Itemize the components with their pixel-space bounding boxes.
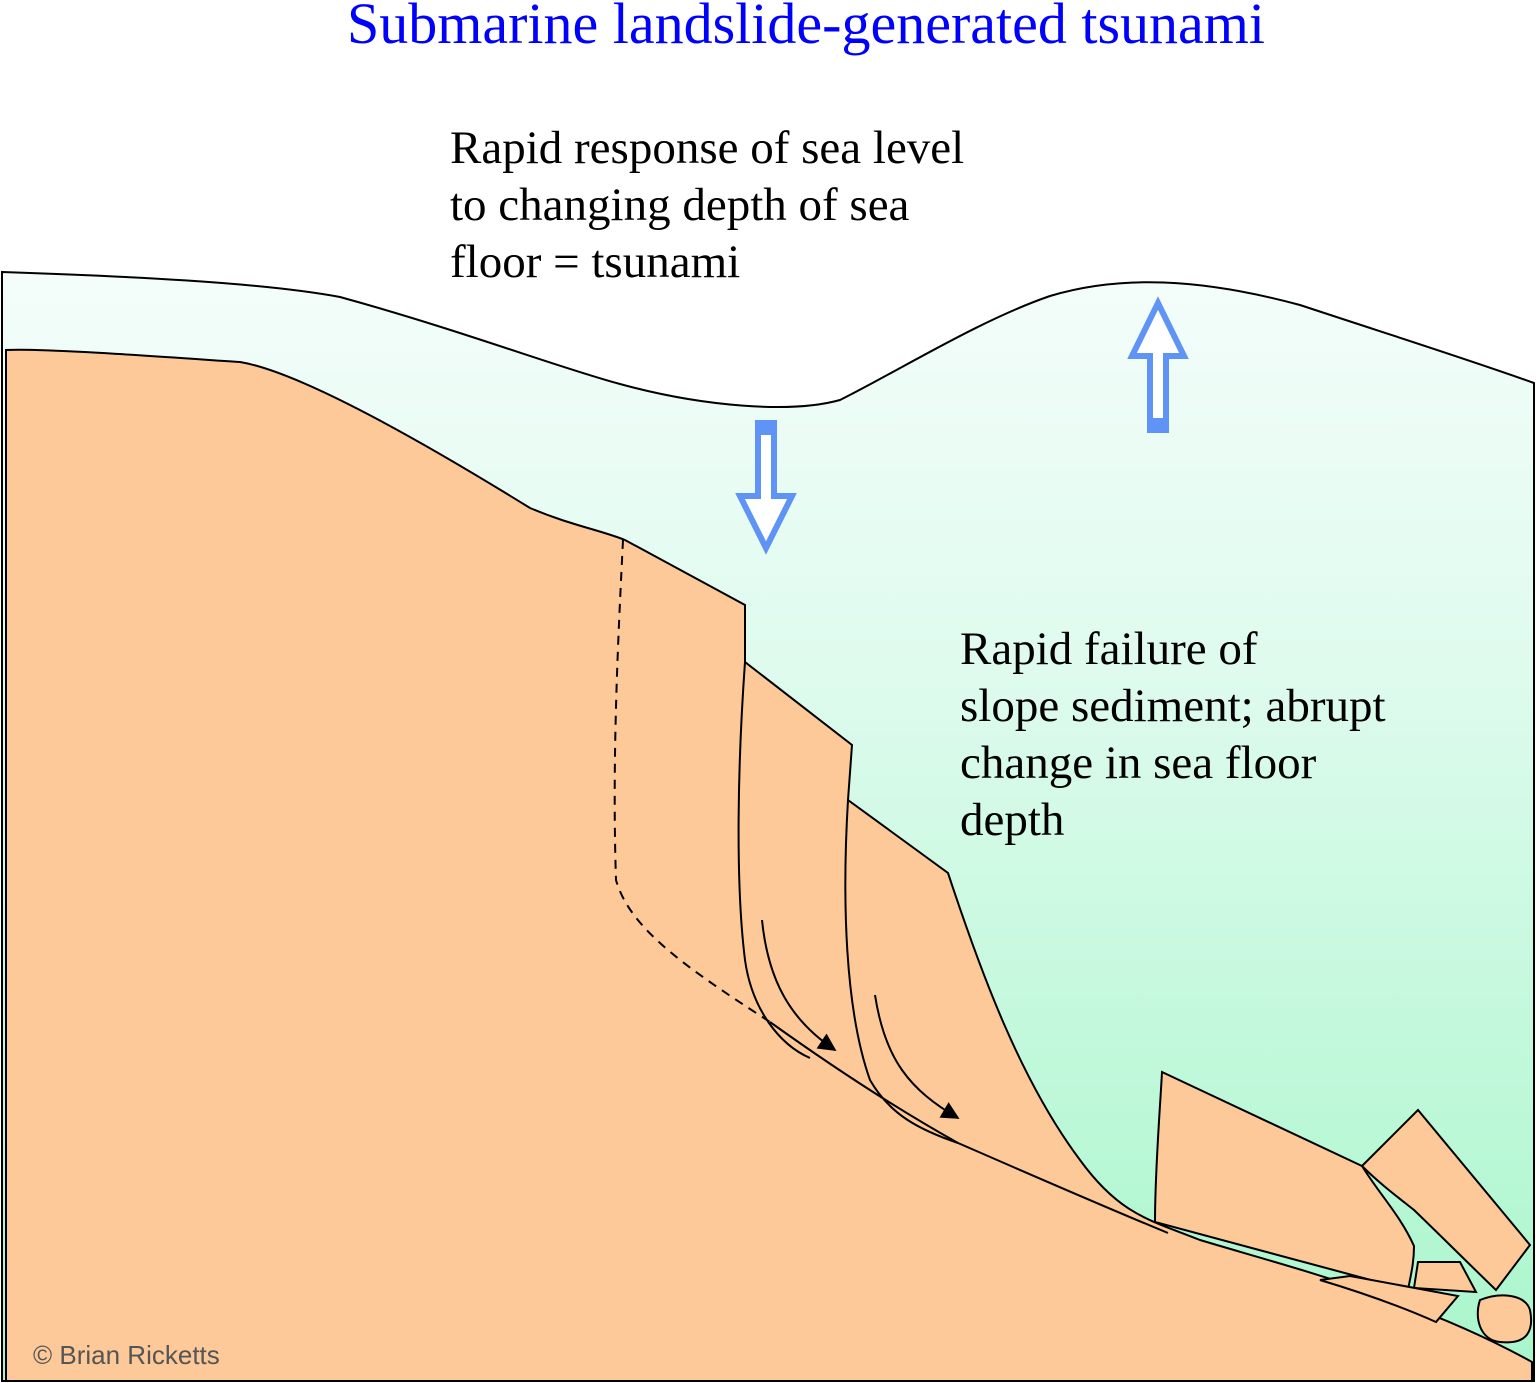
- slope-failure-line-3: change in sea floor: [960, 737, 1317, 789]
- slump-block-boundary-2: [844, 799, 959, 1144]
- slope-failure-text: Rapid failure of slope sediment; abrupt …: [960, 623, 1397, 846]
- sea-level-fall-arrow-icon: [735, 420, 797, 555]
- continental-slope: [5, 348, 1533, 1382]
- incipient-failure-plane: [613, 539, 771, 1023]
- slide-direction-arrow-icon: [761, 919, 837, 1051]
- sea-level-response-line-3: floor = tsunami: [450, 236, 740, 288]
- slide-direction-arrow-icon: [874, 994, 960, 1119]
- debris-block-tilted: [1360, 1108, 1532, 1292]
- copyright-credit: © Brian Ricketts: [33, 1340, 220, 1370]
- sea-level-rise-arrow-tail: [1147, 418, 1169, 432]
- slope-failure-line-2: slope sediment; abrupt: [960, 680, 1386, 732]
- debris-block-large: [1153, 1070, 1416, 1292]
- sea-level-response-text: Rapid response of sea level to changing …: [450, 122, 976, 288]
- sea-level-response-line-2: to changing depth of sea: [450, 179, 910, 231]
- debris-block-small-1: [1412, 1261, 1478, 1294]
- sea-level-fall-arrow-tail: [755, 421, 777, 435]
- debris-block-rounded: [1476, 1294, 1533, 1344]
- slope-failure-line-1: Rapid failure of: [960, 623, 1258, 675]
- slope-failure-line-4: depth: [960, 794, 1064, 846]
- debris-block-small-2: [1319, 1274, 1460, 1324]
- diagram-title: Submarine landslide-generated tsunami: [347, 0, 1265, 56]
- sea-level-rise-arrow-icon: [1127, 296, 1189, 433]
- slump-block-boundary-1: [737, 661, 811, 1059]
- detachment-surface: [769, 1021, 1169, 1234]
- sea-level-response-line-1: Rapid response of sea level: [450, 122, 964, 174]
